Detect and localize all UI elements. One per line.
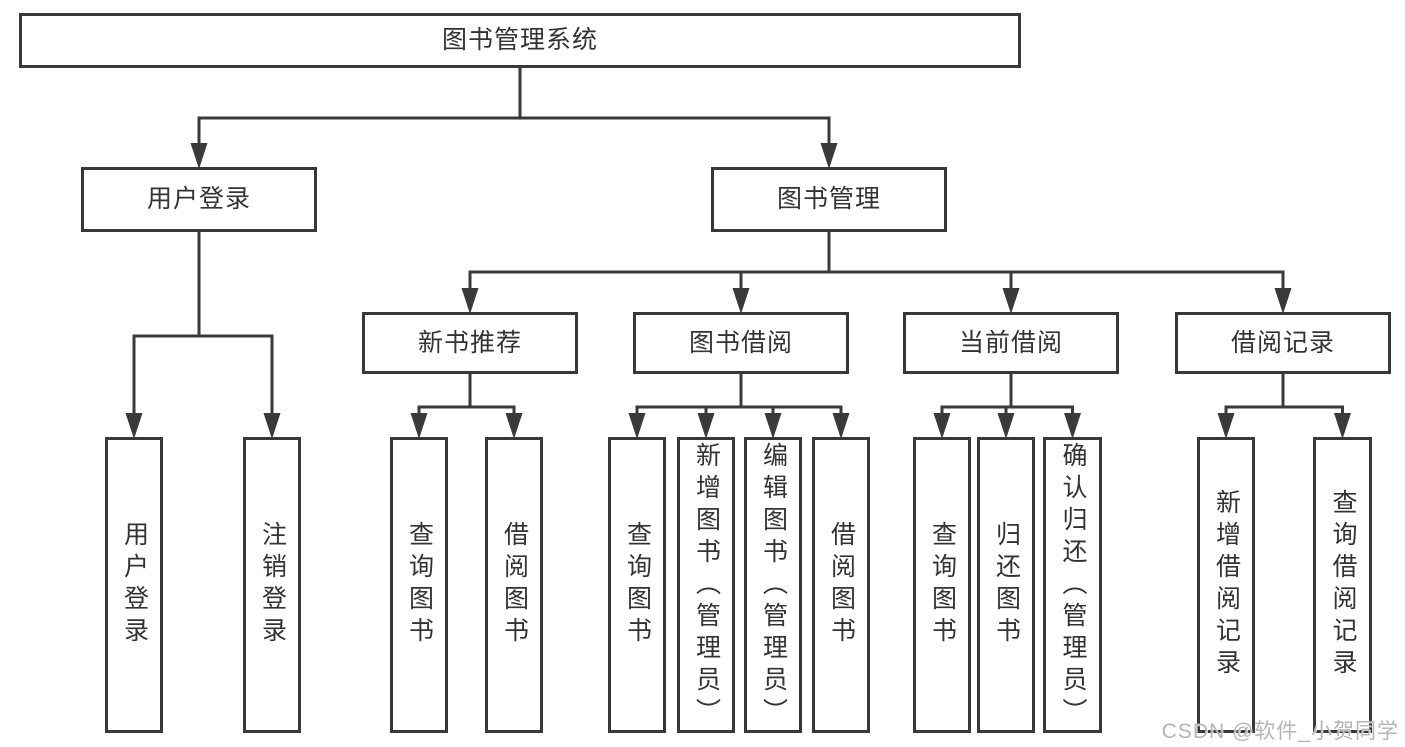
- node-root: 图书管理系统: [19, 13, 1021, 68]
- node-leaf-query-book-2: 查询图书: [608, 437, 666, 733]
- node-label-current-borrow: 当前借阅: [958, 328, 1063, 357]
- node-leaf-add-book: 新增图书（管理员）: [677, 437, 735, 733]
- arrowhead-user-login: [190, 143, 208, 169]
- node-new-book-rec: 新书推荐: [362, 312, 578, 374]
- arrowhead-new-book-rec: [461, 288, 479, 314]
- arrowhead-leaf-add-book: [697, 413, 715, 439]
- arrowhead-current-borrow: [1002, 288, 1020, 314]
- node-borrow-records: 借阅记录: [1175, 312, 1391, 374]
- arrowhead-leaf-query-book-3: [933, 413, 951, 439]
- node-label-leaf-borrow-book-2: 借阅图书: [827, 521, 856, 649]
- node-label-new-book-rec: 新书推荐: [417, 328, 522, 357]
- node-leaf-add-record: 新增借阅记录: [1197, 437, 1255, 733]
- node-label-leaf-borrow-book-1: 借阅图书: [500, 521, 529, 649]
- node-label-book-mgmt: 图书管理: [776, 185, 881, 213]
- node-leaf-query-book-3: 查询图书: [913, 437, 971, 733]
- node-label-leaf-edit-book: 编辑图书（管理员）: [759, 442, 788, 730]
- node-label-book-borrow: 图书借阅: [688, 328, 793, 357]
- node-leaf-logout: 注销登录: [243, 437, 301, 733]
- arrowhead-leaf-return-book: [997, 413, 1015, 439]
- node-label-leaf-query-record: 查询借阅记录: [1329, 489, 1357, 681]
- watermark: CSDN @软件_小贺同学: [1161, 720, 1399, 743]
- node-label-leaf-confirm-return: 确认归还（管理员）: [1059, 442, 1087, 730]
- arrowhead-leaf-query-book-2: [628, 413, 646, 439]
- arrowhead-book-borrow: [732, 288, 750, 314]
- arrowhead-leaf-borrow-book-1: [505, 413, 523, 439]
- arrowhead-leaf-add-record: [1217, 413, 1235, 439]
- arrowhead-book-mgmt: [820, 143, 838, 169]
- node-label-leaf-return-book: 归还图书: [992, 521, 1021, 649]
- node-label-leaf-add-book: 新增图书（管理员）: [692, 442, 721, 730]
- node-label-leaf-query-book-3: 查询图书: [928, 521, 957, 649]
- node-book-mgmt: 图书管理: [711, 167, 947, 232]
- node-current-borrow: 当前借阅: [903, 312, 1119, 374]
- node-label-borrow-records: 借阅记录: [1230, 328, 1335, 357]
- node-label-root: 图书管理系统: [441, 26, 598, 54]
- arrowhead-borrow-records: [1274, 288, 1292, 314]
- node-user-login: 用户登录: [81, 167, 317, 232]
- node-label-leaf-logout: 注销登录: [258, 521, 287, 649]
- node-leaf-user-login: 用户登录: [105, 437, 163, 733]
- node-label-leaf-query-book-1: 查询图书: [405, 521, 434, 649]
- node-leaf-return-book: 归还图书: [977, 437, 1035, 733]
- node-label-user-login: 用户登录: [146, 185, 251, 213]
- node-book-borrow: 图书借阅: [633, 312, 849, 374]
- arrowhead-leaf-query-record: [1334, 413, 1351, 439]
- node-leaf-borrow-book-2: 借阅图书: [812, 437, 870, 733]
- node-leaf-query-record: 查询借阅记录: [1313, 437, 1372, 733]
- arrowhead-leaf-confirm-return: [1064, 413, 1081, 439]
- node-leaf-confirm-return: 确认归还（管理员）: [1043, 437, 1102, 733]
- node-leaf-edit-book: 编辑图书（管理员）: [744, 437, 802, 733]
- arrowhead-leaf-logout: [263, 413, 281, 439]
- node-label-leaf-query-book-2: 查询图书: [623, 521, 652, 649]
- node-label-leaf-add-record: 新增借阅记录: [1212, 489, 1241, 681]
- node-label-leaf-user-login: 用户登录: [120, 521, 149, 649]
- arrowhead-leaf-user-login: [125, 413, 143, 439]
- arrowhead-leaf-query-book-1: [410, 413, 428, 439]
- node-leaf-borrow-book-1: 借阅图书: [485, 437, 543, 733]
- node-leaf-query-book-1: 查询图书: [390, 437, 448, 733]
- arrowhead-leaf-borrow-book-2: [832, 413, 850, 439]
- arrowhead-leaf-edit-book: [764, 413, 782, 439]
